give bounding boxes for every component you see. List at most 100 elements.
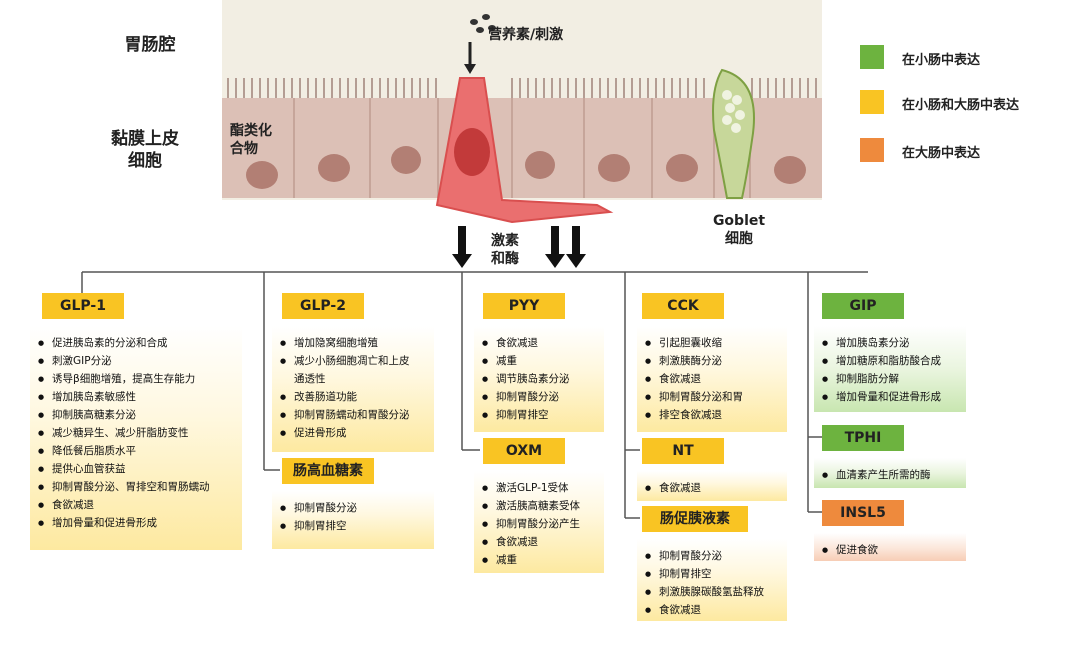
list-item: 抑制胃酸分泌、胃排空和胃肠蠕动 xyxy=(38,478,236,496)
legend-swatch-small-intestine xyxy=(860,45,884,69)
cck-header: CCK xyxy=(642,293,724,319)
list-item: 引起胆囊收缩 xyxy=(645,334,781,352)
glp2-header: GLP-2 xyxy=(282,293,364,319)
cell-nuclei xyxy=(246,146,806,189)
list-item: 减少小肠细胞凋亡和上皮 xyxy=(280,352,428,370)
oxm-list: 激活GLP-1受体 激活胰高糖素受体 抑制胃酸分泌产生 食欲减退 减重 xyxy=(482,479,598,569)
pyy-list: 食欲减退 减重 调节胰岛素分泌 抑制胃酸分泌 抑制胃排空 xyxy=(482,334,598,424)
list-item: 抑制胃酸分泌 xyxy=(482,388,598,406)
glp1-panel: 促进胰岛素的分泌和合成 刺激GIP分泌 诱导β细胞增殖，提高生存能力 增加胰岛素… xyxy=(30,326,242,550)
cck-panel: 引起胆囊收缩 刺激胰酶分泌 食欲减退 抑制胃酸分泌和胃 排空食欲减退 xyxy=(637,326,787,432)
enteroglucagon-panel: 抑制胃酸分泌 抑制胃排空 xyxy=(272,491,434,549)
legend-swatch-both-intestines xyxy=(860,90,884,114)
list-item: 增加隐窝细胞增殖 xyxy=(280,334,428,352)
insl5-list: 促进食欲 xyxy=(822,541,960,559)
nutrients-label: 营养素/刺激 xyxy=(488,27,564,43)
hormones-label-line2: 和酶 xyxy=(491,251,519,267)
gip-header: GIP xyxy=(822,293,904,319)
list-item: 减重 xyxy=(482,551,598,569)
hormones-label-line1: 激素 xyxy=(491,233,519,249)
secretin-panel: 抑制胃酸分泌 抑制胃排空 刺激胰腺碳酸氢盐释放 食欲减退 xyxy=(637,539,787,621)
list-item: 改善肠道功能 xyxy=(280,388,428,406)
list-item: 抑制胃酸分泌 xyxy=(280,499,428,517)
enteroglucagon-list: 抑制胃酸分泌 抑制胃排空 xyxy=(280,499,428,535)
enteroglucagon-header: 肠高血糖素 xyxy=(282,458,374,484)
list-item: 抑制胃酸分泌 xyxy=(645,547,781,565)
epithelium-illustration xyxy=(222,0,822,224)
glp2-panel: 增加隐窝细胞增殖 减少小肠细胞凋亡和上皮 通透性 改善肠道功能 抑制胃肠蠕动和胃… xyxy=(272,326,434,452)
list-item: 刺激胰腺碳酸氢盐释放 xyxy=(645,583,781,601)
list-item: 增加胰岛素分泌 xyxy=(822,334,960,352)
list-item: 血清素产生所需的酶 xyxy=(822,466,960,484)
nt-header: NT xyxy=(642,438,724,464)
gip-panel: 增加胰岛素分泌 增加糖原和脂肪酸合成 抑制脂肪分解 增加骨量和促进骨形成 xyxy=(814,326,966,412)
tphi-panel: 血清素产生所需的酶 xyxy=(814,458,966,488)
glp1-list: 促进胰岛素的分泌和合成 刺激GIP分泌 诱导β细胞增殖，提高生存能力 增加胰岛素… xyxy=(38,334,236,532)
list-item: 增加糖原和脂肪酸合成 xyxy=(822,352,960,370)
legend-label-small-intestine: 在小肠中表达 xyxy=(902,53,981,68)
legend-swatch-large-intestine xyxy=(860,138,884,162)
list-item: 抑制胰高糖素分泌 xyxy=(38,406,236,424)
goblet-label-line2: 细胞 xyxy=(725,231,753,247)
lipid-label-line1: 酯类化 xyxy=(230,123,272,139)
lipid-label: 酯类化 合物 xyxy=(230,122,290,158)
tphi-list: 血清素产生所需的酶 xyxy=(822,466,960,484)
list-item: 食欲减退 xyxy=(645,479,781,497)
glp2-list: 增加隐窝细胞增殖 减少小肠细胞凋亡和上皮 通透性 改善肠道功能 抑制胃肠蠕动和胃… xyxy=(280,334,428,442)
list-item: 食欲减退 xyxy=(482,533,598,551)
list-item: 食欲减退 xyxy=(645,601,781,619)
list-item: 抑制脂肪分解 xyxy=(822,370,960,388)
list-item: 诱导β细胞增殖，提高生存能力 xyxy=(38,370,236,388)
pyy-panel: 食欲减退 减重 调节胰岛素分泌 抑制胃酸分泌 抑制胃排空 xyxy=(474,326,604,432)
microvilli xyxy=(227,78,817,100)
downward-arrows xyxy=(452,226,586,268)
list-item: 刺激胰酶分泌 xyxy=(645,352,781,370)
legend-label-both-intestines: 在小肠和大肠中表达 xyxy=(902,98,1020,113)
secretin-header: 肠促胰液素 xyxy=(642,506,748,532)
oxm-panel: 激活GLP-1受体 激活胰高糖素受体 抑制胃酸分泌产生 食欲减退 减重 xyxy=(474,471,604,573)
glp1-header: GLP-1 xyxy=(42,293,124,319)
list-item: 激活胰高糖素受体 xyxy=(482,497,598,515)
goblet-label-line1: Goblet xyxy=(712,213,766,229)
list-item: 增加骨量和促进骨形成 xyxy=(822,388,960,406)
nutrient-dots xyxy=(470,14,496,33)
lipid-label-line2: 合物 xyxy=(230,141,258,157)
list-item: 促进骨形成 xyxy=(280,424,428,442)
list-item: 抑制胃排空 xyxy=(280,517,428,535)
list-item: 排空食欲减退 xyxy=(645,406,781,424)
list-item: 调节胰岛素分泌 xyxy=(482,370,598,388)
list-item: 减重 xyxy=(482,352,598,370)
list-item: 抑制胃排空 xyxy=(645,565,781,583)
list-item: 增加骨量和促进骨形成 xyxy=(38,514,236,532)
legend-label-large-intestine: 在大肠中表达 xyxy=(902,146,981,161)
lumen-label: 胃肠腔 xyxy=(124,35,176,55)
enteroendocrine-nucleus xyxy=(454,128,490,176)
list-item: 促进胰岛素的分泌和合成 xyxy=(38,334,236,352)
hormones-label: 激素 和酶 xyxy=(480,232,530,268)
list-item: 刺激GIP分泌 xyxy=(38,352,236,370)
epithelium-label-line2: 细胞 xyxy=(128,151,162,171)
list-item: 增加胰岛素敏感性 xyxy=(38,388,236,406)
gip-list: 增加胰岛素分泌 增加糖原和脂肪酸合成 抑制脂肪分解 增加骨量和促进骨形成 xyxy=(822,334,960,406)
list-item: 减少糖异生、减少肝脂肪变性 xyxy=(38,424,236,442)
nt-list: 食欲减退 xyxy=(645,479,781,497)
epithelium-label: 黏膜上皮 细胞 xyxy=(80,128,210,172)
insl5-header: INSL5 xyxy=(822,500,904,526)
goblet-cell xyxy=(712,68,755,199)
nutrient-arrow-head xyxy=(464,64,476,74)
list-item: 提供心血管获益 xyxy=(38,460,236,478)
tphi-header: TPHI xyxy=(822,425,904,451)
secretin-list: 抑制胃酸分泌 抑制胃排空 刺激胰腺碳酸氢盐释放 食欲减退 xyxy=(645,547,781,619)
list-item: 降低餐后脂质水平 xyxy=(38,442,236,460)
pyy-header: PYY xyxy=(483,293,565,319)
list-item: 食欲减退 xyxy=(38,496,236,514)
goblet-granules xyxy=(722,90,745,133)
list-item: 激活GLP-1受体 xyxy=(482,479,598,497)
list-item: 促进食欲 xyxy=(822,541,960,559)
list-item: 食欲减退 xyxy=(482,334,598,352)
goblet-label: Goblet 细胞 xyxy=(694,212,784,248)
cck-list: 引起胆囊收缩 刺激胰酶分泌 食欲减退 抑制胃酸分泌和胃 排空食欲减退 xyxy=(645,334,781,424)
list-item: 抑制胃酸分泌产生 xyxy=(482,515,598,533)
list-item: 通透性 xyxy=(294,373,326,385)
